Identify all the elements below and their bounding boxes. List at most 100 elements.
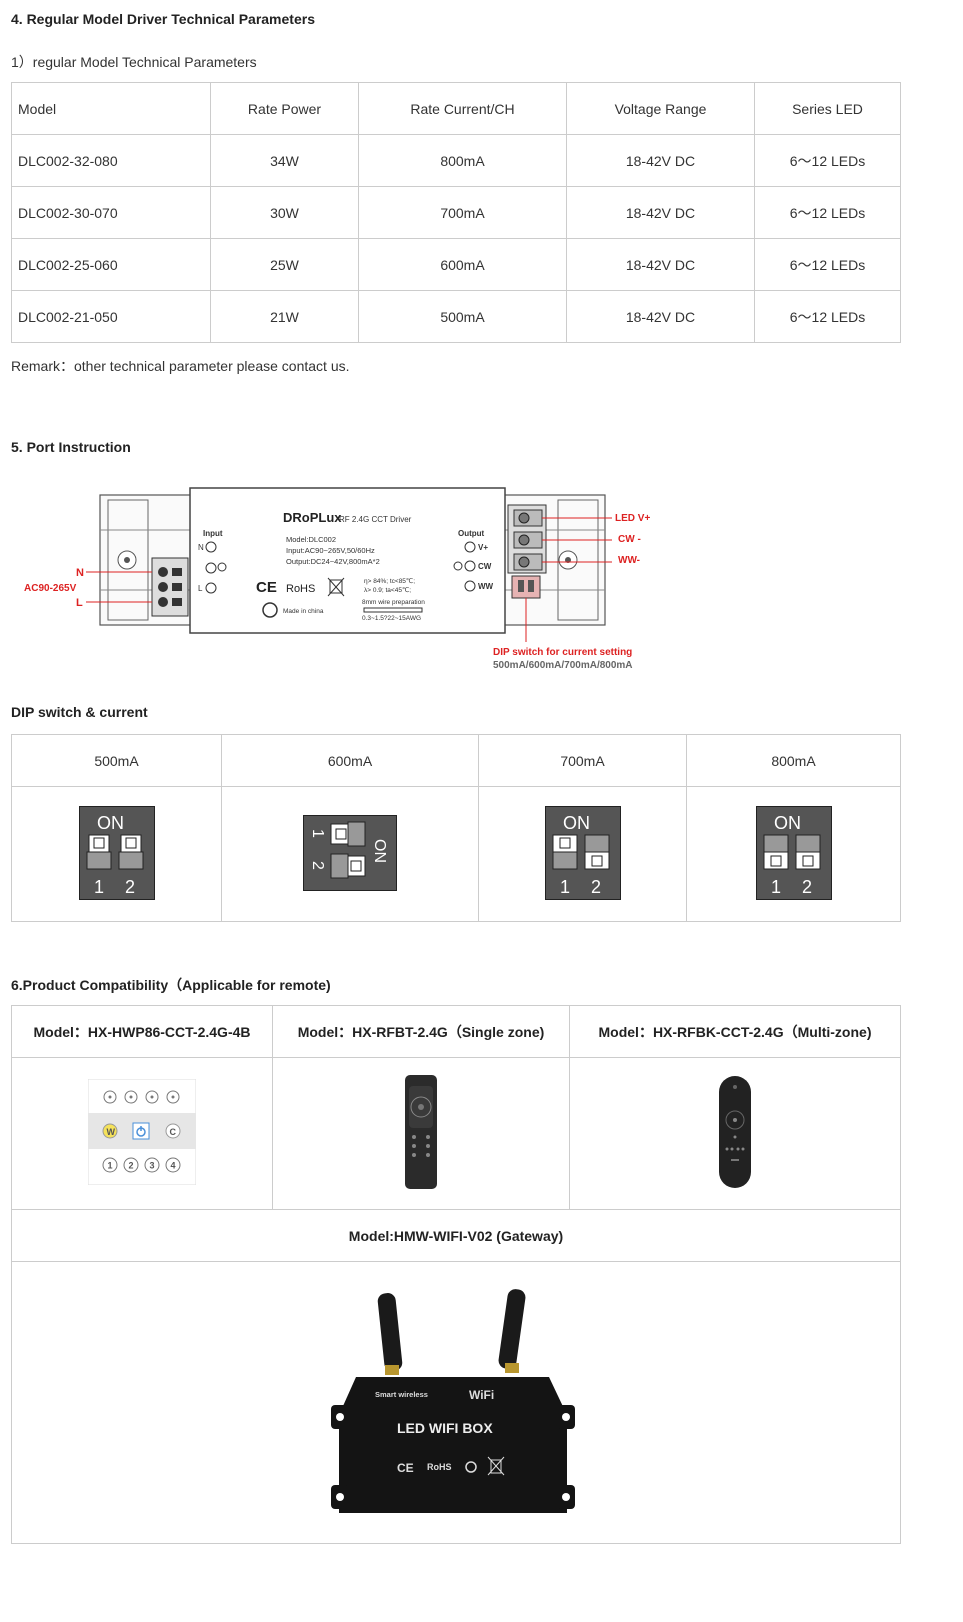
svg-text:2: 2 <box>802 877 812 897</box>
model-line: Model:DLC002 <box>286 535 336 544</box>
recycle-icon <box>465 1461 477 1473</box>
svg-text:C: C <box>170 1127 177 1137</box>
svg-text:2: 2 <box>129 1161 134 1171</box>
callout-ww: WW- <box>618 555 640 566</box>
table-row: DLC002-32-080 34W 800mA 18-42V DC 6～12 L… <box>11 134 901 187</box>
svg-text:1: 1 <box>309 829 326 838</box>
svg-text:ON: ON <box>563 813 590 833</box>
recycle-icon <box>262 602 278 618</box>
dip-cell: ON 1 2 <box>221 786 479 922</box>
input-n: N <box>198 543 204 552</box>
awg-text: 0.3~1.5?22~15AWG <box>362 615 421 622</box>
cell-power: 30W <box>210 186 359 239</box>
svg-text:3: 3 <box>150 1161 155 1171</box>
compat-table: Model：HX-HWP86-CCT-2.4G-4B Model：HX-RFBT… <box>11 1005 901 1544</box>
dip-current-500: 500mA <box>11 734 222 787</box>
cell-current: 700mA <box>358 186 567 239</box>
table-row: DLC002-30-070 30W 700mA 18-42V DC 6～12 L… <box>11 186 901 239</box>
col-rate-current: Rate Current/CH <box>358 82 567 135</box>
cell-current: 500mA <box>358 290 567 343</box>
callout-ac: AC90-265V <box>24 583 77 594</box>
tech-params-table: Model Rate Power Rate Current/CH Voltage… <box>11 82 901 343</box>
svg-text:2: 2 <box>591 877 601 897</box>
compat-model-2: Model：HX-RFBT-2.4G（Single zone) <box>272 1005 570 1058</box>
cell-model: DLC002-21-050 <box>11 290 211 343</box>
cell-series: 6～12 LEDs <box>754 238 901 291</box>
cell-voltage: 18-42V DC <box>566 186 755 239</box>
dip-cell: ON 1 2 <box>686 786 901 922</box>
input-l: L <box>198 584 203 593</box>
cell-model: DLC002-25-060 <box>11 238 211 291</box>
cell-voltage: 18-42V DC <box>566 290 755 343</box>
svg-text:ON: ON <box>774 813 801 833</box>
input-label: Input <box>203 529 223 538</box>
compat-cell: W C 1 2 3 4 <box>11 1057 273 1210</box>
compat-header-row: Model：HX-HWP86-CCT-2.4G-4B Model：HX-RFBT… <box>11 1005 901 1058</box>
svg-text:1: 1 <box>771 877 781 897</box>
output-cw: CW <box>478 562 492 571</box>
section4-subtitle: 1）regular Model Technical Parameters <box>11 54 257 70</box>
svg-text:1: 1 <box>94 877 104 897</box>
output-vplus: V+ <box>478 543 488 552</box>
compat-cell <box>272 1057 570 1210</box>
gateway-model: Model:HMW-WIFI-V02 (Gateway) <box>11 1209 901 1262</box>
table-row: DLC002-25-060 25W 600mA 18-42V DC 6～12 L… <box>11 238 901 291</box>
cell-series: 6～12 LEDs <box>754 186 901 239</box>
output-label: Output <box>458 529 485 538</box>
callout-cw: CW - <box>618 534 641 545</box>
dip-switch-600: ON 1 2 <box>302 813 398 892</box>
svg-text:2: 2 <box>125 877 135 897</box>
svg-text:2: 2 <box>309 861 326 870</box>
section4-title: 4. Regular Model Driver Technical Parame… <box>11 11 315 27</box>
callout-led-vplus: LED V+ <box>615 513 650 524</box>
svg-text:ON: ON <box>371 839 388 863</box>
gateway-image-row: Smart wireless WiFi LED WIFI BOX CE RoHS <box>11 1261 901 1544</box>
cell-power: 34W <box>210 134 359 187</box>
dip-cell: ON 1 2 <box>11 786 222 922</box>
cell-current: 800mA <box>358 134 567 187</box>
remark-text: Remark：other technical parameter please … <box>11 358 350 374</box>
cell-model: DLC002-30-070 <box>11 186 211 239</box>
output-line: Output:DC24~42V,800mA*2 <box>286 557 380 566</box>
wire-prep: 8mm wire preparation <box>362 599 425 606</box>
dip-current-600: 600mA <box>221 734 479 787</box>
svg-text:W: W <box>107 1127 116 1137</box>
section6-title: 6.Product Compatibility（Applicable for r… <box>11 977 331 993</box>
svg-text:1: 1 <box>108 1161 113 1171</box>
spec-line-2: λ> 0.9; ta<45℃; <box>364 586 411 594</box>
dip-title: DIP switch & current <box>11 704 148 720</box>
callout-l: L <box>76 597 83 609</box>
cell-series: 6～12 LEDs <box>754 134 901 187</box>
callout-dip: DIP switch for current setting <box>493 647 632 658</box>
wall-panel-remote-image: W C 1 2 3 4 <box>87 1078 197 1186</box>
ce-mark: CE <box>256 579 277 596</box>
cell-voltage: 18-42V DC <box>566 238 755 291</box>
dip-current-700: 700mA <box>478 734 687 787</box>
col-voltage: Voltage Range <box>566 82 755 135</box>
gateway-rohs: RoHS <box>427 1462 452 1472</box>
spec-line-1: η> 84%; tc<85℃; <box>364 577 415 585</box>
gateway-header-row: Model:HMW-WIFI-V02 (Gateway) <box>11 1209 901 1262</box>
section5-title: 5. Port Instruction <box>11 439 131 455</box>
cell-power: 25W <box>210 238 359 291</box>
table-row: DLC002-21-050 21W 500mA 18-42V DC 6～12 L… <box>11 290 901 343</box>
gateway-ce: CE <box>397 1461 414 1475</box>
dip-header-row: 500mA 600mA 700mA 800mA <box>11 734 901 787</box>
table-header-row: Model Rate Power Rate Current/CH Voltage… <box>11 82 901 135</box>
callout-n: N <box>76 567 84 579</box>
cell-series: 6～12 LEDs <box>754 290 901 343</box>
cell-model: DLC002-32-080 <box>11 134 211 187</box>
dip-current-800: 800mA <box>686 734 901 787</box>
dip-switch-500: ON 1 2 <box>77 804 156 901</box>
brand-text: DRoPLux <box>283 510 342 525</box>
dip-cell: ON 1 2 <box>478 786 687 922</box>
compat-model-1: Model：HX-HWP86-CCT-2.4G-4B <box>11 1005 273 1058</box>
gateway-label: LED WIFI BOX <box>397 1420 493 1436</box>
svg-text:4: 4 <box>171 1161 176 1171</box>
cell-voltage: 18-42V DC <box>566 134 755 187</box>
col-rate-power: Rate Power <box>210 82 359 135</box>
gateway-wifi: WiFi <box>469 1388 494 1402</box>
dip-table: 500mA 600mA 700mA 800mA ON 1 2 <box>11 734 901 922</box>
compat-cell <box>569 1057 901 1210</box>
single-zone-remote-image <box>405 1075 437 1189</box>
